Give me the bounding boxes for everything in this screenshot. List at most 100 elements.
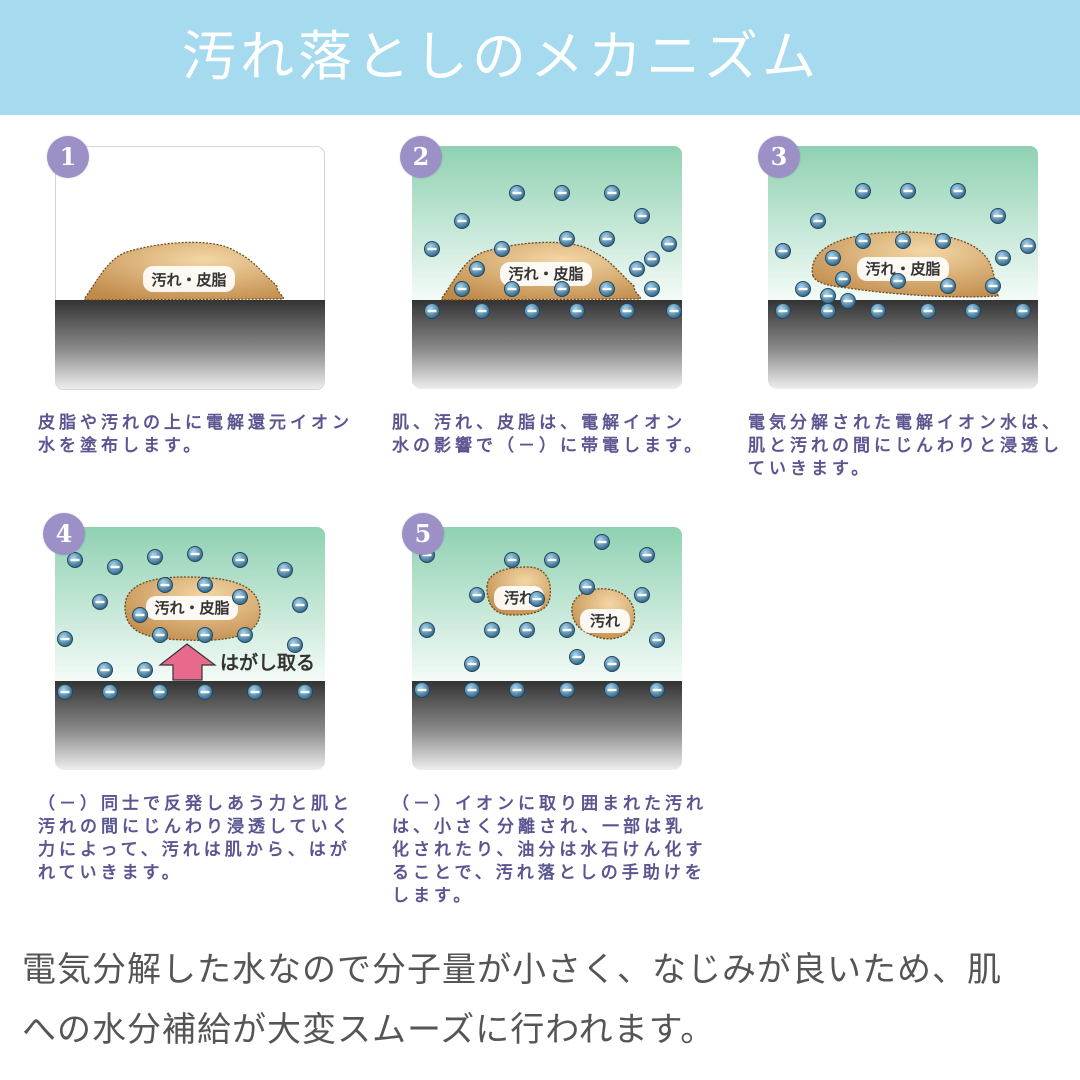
negative-ion-icon — [649, 632, 665, 648]
negative-ion-icon — [277, 562, 293, 578]
negative-ion-icon — [825, 250, 841, 266]
step-number-badge: 2 — [400, 136, 442, 178]
negative-ion-icon — [524, 303, 540, 319]
step-number-badge: 1 — [47, 136, 89, 178]
dirt-label: 汚れ・皮脂 — [508, 265, 583, 283]
step-5-caption: （－）イオンに取り囲まれた汚れは、小さく分離され、一部は乳化されたり、油分は水石… — [392, 794, 707, 906]
summary-line-1: 電気分解した水なので分子量が小さく、なじみが良いため、肌 — [22, 950, 1002, 990]
step-2-caption: 肌、汚れ、皮脂は、電解イオン水の影響で（－）に帯電します。 — [392, 413, 706, 456]
dirt-label: 汚れ — [590, 612, 620, 630]
negative-ion-icon — [474, 303, 490, 319]
negative-ion-icon — [820, 303, 836, 319]
negative-ion-icon — [57, 684, 73, 700]
negative-ion-icon — [855, 183, 871, 199]
step-panel-5: 汚れ汚れ 5 — [402, 513, 682, 771]
peel-off-label: はがし取る — [220, 651, 315, 674]
negative-ion-icon — [454, 281, 470, 297]
negative-ion-icon — [661, 236, 677, 252]
negative-ion-icon — [237, 627, 253, 643]
negative-ion-icon — [895, 233, 911, 249]
step-1-caption: 皮脂や汚れの上に電解還元イオン水を塗布します。 — [38, 413, 353, 456]
negative-ion-icon — [644, 281, 660, 297]
negative-ion-icon — [102, 684, 118, 700]
dirt-label: 汚れ・皮脂 — [151, 271, 226, 289]
negative-ion-icon — [292, 597, 308, 613]
negative-ion-icon — [424, 303, 440, 319]
dirt-label: 汚れ・皮脂 — [154, 599, 229, 617]
negative-ion-icon — [810, 213, 826, 229]
negative-ion-icon — [649, 682, 665, 698]
step-panel-3: 汚れ・皮脂 3 — [758, 136, 1038, 390]
negative-ion-icon — [147, 549, 163, 565]
negative-ion-icon — [629, 261, 645, 277]
dirt-label: 汚れ・皮脂 — [865, 260, 940, 278]
negative-ion-icon — [935, 233, 951, 249]
negative-ion-icon — [644, 251, 660, 267]
negative-ion-icon — [419, 622, 435, 638]
negative-ion-icon — [835, 271, 851, 287]
step-2-illustration: 汚れ・皮脂 — [412, 146, 682, 389]
negative-ion-icon — [464, 656, 480, 672]
negative-ion-icon — [297, 684, 313, 700]
negative-ion-icon — [619, 303, 635, 319]
negative-ion-icon — [469, 261, 485, 277]
negative-ion-icon — [424, 241, 440, 257]
negative-ion-icon — [594, 534, 610, 550]
negative-ion-icon — [494, 241, 510, 257]
negative-ion-icon — [599, 281, 615, 297]
step-panel-1: 汚れ・皮脂 1 — [47, 136, 325, 390]
negative-ion-icon — [57, 631, 73, 647]
negative-ion-icon — [469, 587, 485, 603]
negative-ion-icon — [504, 552, 520, 568]
negative-ion-icon — [247, 684, 263, 700]
negative-ion-icon — [187, 546, 203, 562]
negative-ion-icon — [569, 303, 585, 319]
negative-ion-icon — [504, 281, 520, 297]
negative-ion-icon — [67, 552, 83, 568]
step-3-illustration: 汚れ・皮脂 — [768, 146, 1038, 389]
negative-ion-icon — [197, 627, 213, 643]
negative-ion-icon — [639, 547, 655, 563]
negative-ion-icon — [775, 243, 791, 259]
negative-ion-icon — [870, 303, 886, 319]
negative-ion-icon — [604, 185, 620, 201]
negative-ion-icon — [795, 281, 811, 297]
negative-ion-icon — [840, 293, 856, 309]
negative-ion-icon — [414, 682, 430, 698]
negative-ion-icon — [666, 303, 682, 319]
negative-ion-icon — [950, 183, 966, 199]
step-panel-2: 汚れ・皮脂 2 — [400, 136, 682, 390]
step-number-badge: 4 — [43, 513, 85, 555]
negative-ion-icon — [509, 185, 525, 201]
negative-ion-icon — [152, 684, 168, 700]
negative-ion-icon — [604, 682, 620, 698]
negative-ion-icon — [232, 552, 248, 568]
negative-ion-icon — [855, 233, 871, 249]
negative-ion-icon — [544, 552, 560, 568]
negative-ion-icon — [132, 607, 148, 623]
negative-ion-icon — [287, 637, 303, 653]
step-number-badge: 3 — [758, 136, 800, 178]
negative-ion-icon — [554, 185, 570, 201]
negative-ion-icon — [464, 682, 480, 698]
negative-ion-icon — [890, 273, 906, 289]
negative-ion-icon — [454, 213, 470, 229]
negative-ion-icon — [232, 589, 248, 605]
negative-ion-icon — [820, 288, 836, 304]
negative-ion-icon — [985, 278, 1001, 294]
negative-ion-icon — [965, 303, 981, 319]
negative-ion-icon — [509, 682, 525, 698]
step-3-caption: 電気分解された電解イオン水は、肌と汚れの間にじんわりと浸透していきます。 — [748, 413, 1063, 479]
negative-ion-icon — [900, 183, 916, 199]
negative-ion-icon — [559, 231, 575, 247]
negative-ion-icon — [97, 662, 113, 678]
negative-ion-icon — [634, 587, 650, 603]
step-4-caption: （－）同士で反発しあう力と肌と汚れの間にじんわり浸透していく力によって、汚れは肌… — [38, 794, 353, 883]
negative-ion-icon — [519, 622, 535, 638]
step-number-badge: 5 — [402, 513, 444, 555]
negative-ion-icon — [484, 622, 500, 638]
negative-ion-icon — [920, 303, 936, 319]
negative-ion-icon — [1020, 238, 1036, 254]
